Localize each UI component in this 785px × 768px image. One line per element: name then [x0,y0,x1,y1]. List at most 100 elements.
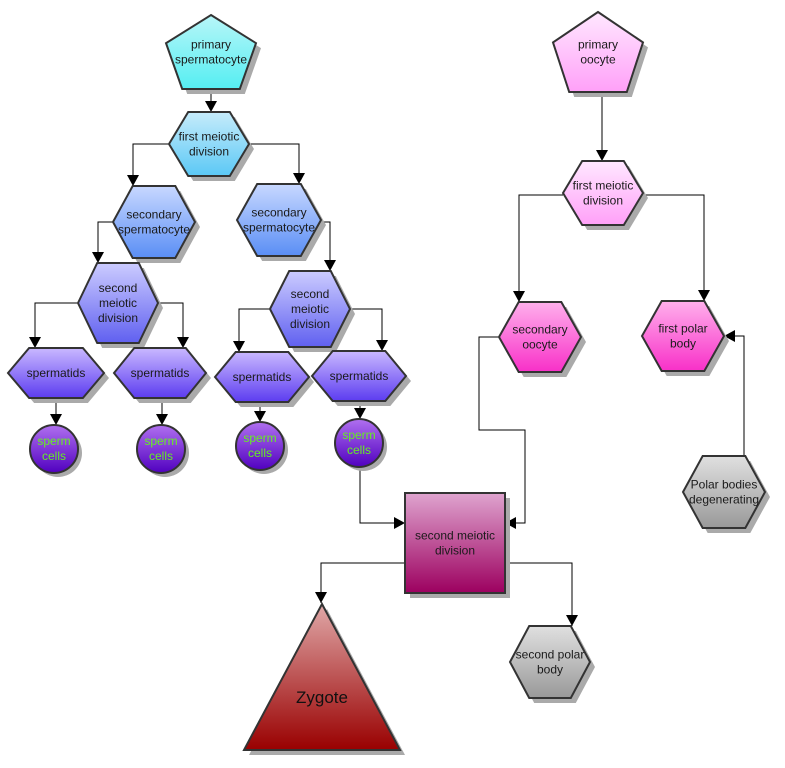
node-label: first meiotic [179,130,240,144]
arrowhead-icon [505,517,516,529]
node-label: body [670,337,696,351]
node-label: secondary [126,208,181,222]
node-zy[interactable]: Zygote [242,601,405,755]
node-shape-hexagon-wide[interactable] [112,347,208,399]
arrowhead-icon [177,337,189,348]
node-label: sperm [144,434,177,448]
node-st3[interactable]: spermatids [213,351,314,407]
arrowhead-icon [293,173,305,184]
node-label: spermatids [233,370,292,384]
node-label: division [435,544,475,558]
node-shape-hexagon-wide[interactable] [6,347,106,399]
node-label: first polar [658,322,707,336]
edge-sc4-to-smd [359,467,405,529]
node-label: spermatocyte [243,221,315,235]
node-label: body [537,663,563,677]
node-shape-pentagon[interactable] [551,10,645,93]
node-shape-hexagon[interactable] [111,185,197,259]
node-label: second [99,281,138,295]
node-shape-hexagon-wide[interactable] [213,351,311,403]
node-shape-triangle[interactable] [242,601,402,751]
arrowhead-icon [324,260,336,271]
edges-layer [29,89,745,626]
node-st4[interactable]: spermatids [310,350,411,406]
node-label: division [290,317,330,331]
node-label: sperm [243,431,276,445]
edge-fm1-to-ss1 [127,143,169,186]
node-label: spermatids [330,369,389,383]
node-shape-circle[interactable] [334,418,384,468]
edge-sm1-to-st2 [158,302,189,348]
node-st1[interactable]: spermatids [6,347,109,403]
arrowhead-icon [376,340,388,351]
node-shape-circle[interactable] [29,424,79,474]
edge-so-to-smd [478,336,526,529]
node-shape-pentagon[interactable] [164,13,258,90]
node-label: second [291,287,330,301]
node-label: Zygote [296,688,348,707]
arrowhead-icon [724,330,735,342]
arrowhead-icon [394,517,405,529]
arrowhead-icon [156,414,168,425]
node-shape-hexagon[interactable] [497,301,583,373]
node-shape-hexagon[interactable] [76,262,160,344]
arrowhead-icon [698,290,710,301]
node-st2[interactable]: spermatids [112,347,211,403]
node-shape-hexagon[interactable] [681,455,767,529]
node-label: cells [347,443,371,457]
node-shape-hexagon[interactable] [167,111,251,177]
connector-line [724,335,745,456]
node-shape-rect[interactable] [404,492,506,594]
node-label: oocyte [522,338,558,352]
node-label: meiotic [99,296,137,310]
edge-fm1-to-ss2 [249,143,305,184]
arrowhead-icon [233,341,245,352]
node-label: Polar bodies [691,478,758,492]
node-label: second polar [516,648,585,662]
node-label: cells [42,449,66,463]
node-shape-circle[interactable] [136,424,186,474]
node-shape-hexagon-wide[interactable] [310,350,408,402]
node-label: division [98,311,138,325]
node-shape-hexagon[interactable] [268,270,352,348]
arrowhead-icon [92,252,104,263]
edge-sm1-to-st1 [29,302,78,348]
edge-pbd-to-fpb [724,330,745,456]
edge-po-to-fmo [596,92,608,161]
node-shape-hexagon[interactable] [508,625,592,699]
edge-fmo-to-fpb [643,194,710,301]
connector-line [643,194,705,301]
node-shape-hexagon[interactable] [235,183,323,257]
node-shape-hexagon[interactable] [561,160,645,226]
node-label: degenerating [689,493,759,507]
node-label: meiotic [291,302,329,316]
arrowhead-icon [566,615,578,626]
edge-ss1-to-sm1 [92,221,113,263]
node-shape-circle[interactable] [235,421,285,471]
connector-line [320,562,405,603]
node-label: primary [578,38,618,52]
node-label: division [189,145,229,159]
node-label: cells [149,449,173,463]
node-shape-hexagon[interactable] [640,300,726,372]
node-label: cells [248,446,272,460]
arrowhead-icon [254,411,266,422]
